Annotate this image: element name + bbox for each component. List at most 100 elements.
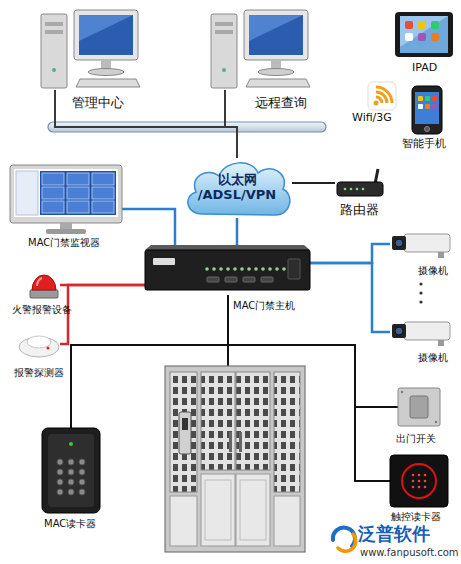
device-label: 出门开关 — [396, 433, 436, 445]
touch-reader-body — [390, 455, 448, 507]
video-tile — [67, 201, 89, 213]
door-lock — [179, 412, 191, 454]
door-handle — [229, 432, 232, 452]
reader-key — [79, 469, 85, 475]
app-icon — [431, 21, 439, 29]
router-node: 路由器 — [335, 168, 385, 198]
device-label: 火警报警设备 — [12, 304, 72, 316]
logo-arc — [333, 528, 355, 546]
touch-key — [424, 480, 427, 483]
network-cloud-node: 以太网 /ADSL/VPN — [182, 158, 292, 218]
device-icon — [398, 388, 440, 426]
pc-screen — [79, 15, 133, 55]
router-led — [362, 188, 365, 191]
device-label: 远程查询 — [255, 96, 307, 111]
device-label: 管理中心 — [72, 96, 124, 111]
touch-key — [412, 480, 415, 483]
watermark-url: www.fanpusoft.com — [360, 547, 459, 558]
phone-node: 智能手机 — [412, 86, 442, 134]
reader-face — [48, 434, 94, 507]
detector-base — [19, 337, 59, 357]
video-tile — [92, 201, 114, 213]
switch-screw — [401, 391, 403, 393]
router-led — [350, 188, 353, 191]
host-badge — [153, 258, 175, 265]
pc-monitor — [74, 10, 138, 60]
door-panel — [201, 474, 235, 546]
device-label: MAC门禁主机 — [233, 300, 295, 312]
pc-screen — [249, 15, 303, 55]
device-label: MAC门禁监视器 — [28, 237, 100, 249]
continuation-dot — [419, 291, 422, 294]
door-grille — [201, 372, 235, 470]
switch-button — [410, 396, 428, 418]
door-grille — [236, 372, 270, 470]
reader-key — [79, 479, 85, 485]
door-panel — [170, 496, 197, 546]
reader-key — [79, 459, 85, 465]
device-icon — [18, 330, 60, 358]
fire-alarm-node: 火警报警设备 — [28, 268, 60, 298]
phone-screen — [415, 92, 439, 124]
app-icon — [418, 21, 426, 29]
pc-monitor — [244, 10, 308, 60]
screen-glare — [249, 15, 303, 41]
monitor-base — [258, 69, 294, 76]
device-icon — [28, 268, 60, 298]
switch-screw — [435, 421, 437, 423]
keyboard — [76, 79, 140, 87]
video-tile — [67, 187, 89, 199]
device-icon — [145, 245, 310, 295]
app-icon — [405, 33, 413, 41]
device-label: 路由器 — [340, 203, 379, 218]
host-led — [240, 267, 244, 271]
monitor-screen — [40, 171, 116, 215]
connector-wire — [228, 295, 390, 481]
switch-plate — [398, 388, 440, 426]
camera-mount — [438, 340, 444, 346]
device-label: 智能手机 — [402, 138, 446, 151]
pc-tower — [211, 14, 237, 88]
connector-wire — [55, 90, 237, 158]
app-icon — [405, 21, 413, 29]
device-icon — [395, 12, 453, 57]
camera-front — [392, 236, 406, 250]
reader-key — [68, 489, 74, 495]
camera-lens — [395, 239, 403, 247]
tablet-screen — [400, 16, 448, 53]
touch-key — [412, 486, 415, 489]
camera-lens — [395, 327, 403, 335]
host-port — [288, 259, 300, 279]
host-led — [233, 267, 237, 271]
wifi-arc — [376, 87, 392, 103]
touch-key — [418, 474, 421, 477]
wifi-tile — [368, 82, 396, 110]
app-icon — [418, 104, 423, 109]
host-led — [219, 267, 223, 271]
device-label: 摄像机 — [418, 352, 448, 364]
host-led — [282, 267, 286, 271]
camera-front — [392, 324, 406, 338]
monitor-frame — [10, 165, 122, 223]
connector-wire — [122, 209, 175, 245]
watermark-logo — [333, 528, 356, 552]
camera-node: 摄像机 — [390, 230, 452, 258]
wifi-arc — [376, 92, 387, 103]
device-icon — [412, 86, 442, 134]
touch-ring — [402, 464, 436, 498]
reader-body — [42, 428, 100, 513]
wifi-node: Wifi/3G — [368, 82, 396, 110]
monitor-node: MAC门禁监视器 — [10, 165, 122, 235]
security-door — [165, 366, 305, 552]
touch-key — [424, 486, 427, 489]
door-wire — [227, 345, 229, 366]
detector-led — [47, 347, 50, 350]
device-label: 触控读卡器 — [391, 511, 441, 523]
reader-key — [57, 459, 63, 465]
device-icon — [368, 82, 396, 110]
door-panel — [236, 474, 270, 546]
connector-wire — [225, 90, 237, 158]
host-led — [226, 267, 230, 271]
door-grille — [170, 372, 197, 492]
camera-body — [404, 234, 450, 252]
